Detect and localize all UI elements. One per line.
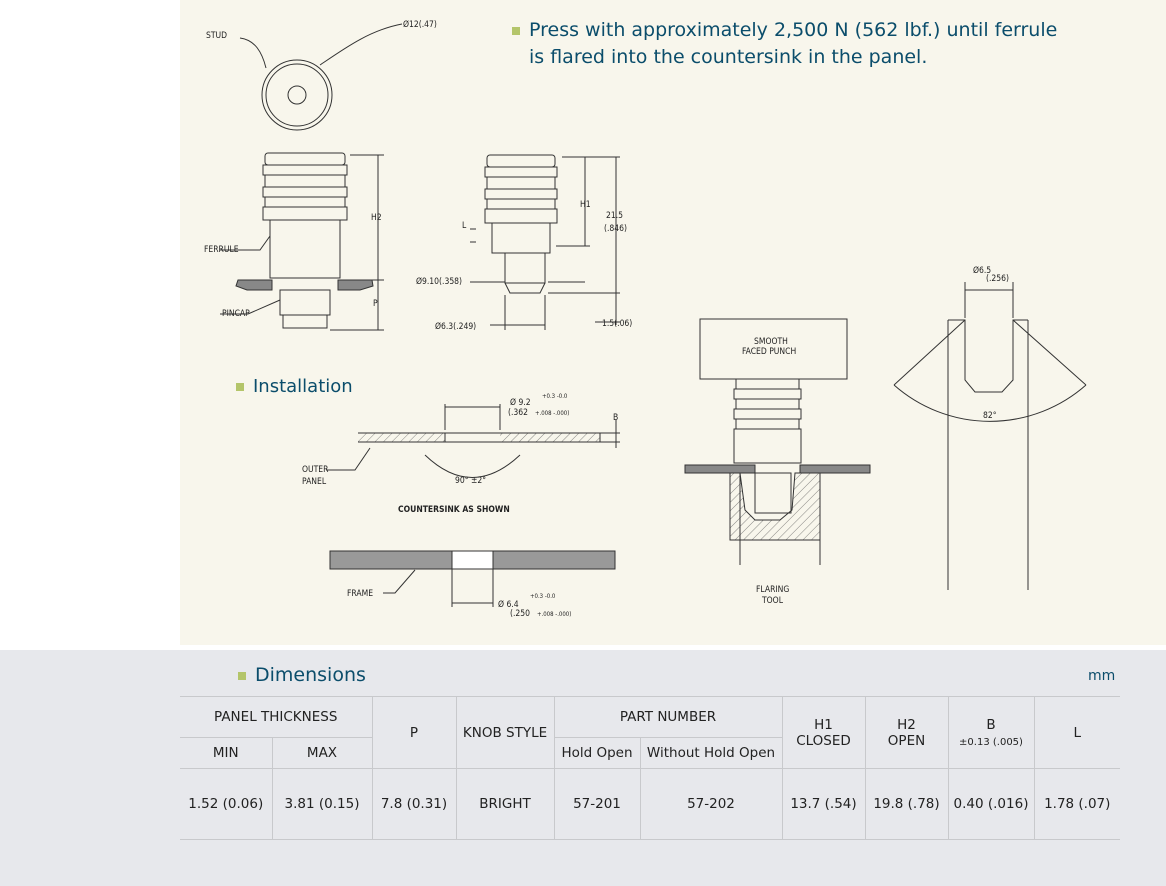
label-stud: STUD: [206, 31, 227, 41]
header-b-tolerance: ±0.13 (.005): [959, 736, 1023, 748]
dimensions-table: PANEL THICKNESS P KNOB STYLE PART NUMBER…: [180, 696, 1120, 840]
press-instruction: Press with approximately 2,500 N (562 lb…: [512, 17, 1072, 71]
bullet-icon: [512, 26, 520, 35]
label-angle-82: 82°: [983, 411, 997, 421]
table-row: 1.52 (0.06) 3.81 (0.15) 7.8 (0.31) BRIGH…: [180, 768, 1120, 840]
cell-h1: 13.7 (.54): [781, 768, 865, 840]
label-dia-64: Ø 6.4: [498, 599, 519, 610]
label-smooth: SMOOTH: [754, 337, 788, 347]
label-h1: H1: [580, 200, 591, 210]
header-b: B ±0.13 (.005): [947, 696, 1034, 769]
header-panel-thickness: PANEL THICKNESS: [214, 709, 338, 725]
label-dia-910: Ø9.10(.358): [416, 276, 462, 287]
label-dim-15: 1.5(.06): [602, 319, 632, 329]
header-knob-style: KNOB STYLE: [455, 696, 554, 769]
stud-top-view: [261, 59, 333, 131]
technical-drawing: STUD Ø12(.47) H2 FERRULE P PINCAP H1 L 2…: [204, 19, 1087, 619]
label-tool: TOOL: [761, 596, 784, 606]
label-pincap: PINCAP: [222, 309, 250, 319]
dimensions-heading: Dimensions: [238, 664, 366, 686]
label-panel: PANEL: [302, 477, 327, 487]
header-max: MAX: [271, 737, 372, 769]
flaring-tool: [729, 472, 821, 541]
header-hold-open: Hold Open: [553, 737, 640, 769]
cell-without-hold-open: 57-202: [639, 768, 782, 840]
label-flaring: FLARING: [756, 585, 789, 595]
header-h2-line1: H2: [897, 716, 916, 733]
cell-b: 0.40 (.016): [947, 768, 1034, 840]
header-h2-line2: OPEN: [887, 732, 926, 749]
cell-knob-style: BRIGHT: [455, 768, 554, 840]
label-l: L: [462, 221, 467, 231]
installation-heading: Installation: [236, 376, 353, 397]
label-dia-65-in: (.256): [986, 274, 1009, 284]
label-dia-64-tol: +0.3 -0.0: [530, 593, 556, 600]
header-h1-line1: H1: [814, 716, 833, 733]
label-dia-92-tol: +0.3 -0.0: [542, 393, 568, 400]
press-note-line2: is flared into the countersink in the pa…: [529, 46, 928, 68]
label-dia-92-in: (.362: [508, 408, 528, 418]
dimensions-heading-text: Dimensions: [255, 664, 366, 686]
header-h1-line2: CLOSED: [796, 732, 851, 749]
label-ferrule: FERRULE: [204, 245, 239, 255]
label-overall-height-in: (.846): [604, 224, 627, 234]
label-dia-64-in: (.250: [510, 609, 530, 619]
header-part-number: PART NUMBER: [553, 696, 782, 738]
table-header-row: PANEL THICKNESS P KNOB STYLE PART NUMBER…: [180, 696, 1120, 769]
header-l: L: [1033, 696, 1120, 769]
bullet-icon: [236, 383, 244, 391]
label-frame: FRAME: [347, 589, 373, 599]
cell-hold-open: 57-201: [553, 768, 640, 840]
label-dia-92: Ø 9.2: [510, 397, 531, 408]
cell-max: 3.81 (0.15): [271, 768, 372, 840]
label-countersink: COUNTERSINK AS SHOWN: [398, 505, 510, 515]
header-b-line1: B: [986, 716, 996, 733]
press-note-line1: Press with approximately 2,500 N (562 lb…: [529, 19, 1058, 41]
unit-label: mm: [1088, 668, 1116, 684]
installation-heading-text: Installation: [253, 376, 353, 397]
cell-h2: 19.8 (.78): [864, 768, 948, 840]
frame-plate: [329, 550, 453, 570]
label-faced-punch: FACED PUNCH: [742, 347, 796, 357]
label-b: B: [613, 413, 618, 423]
table-subheader-row: MIN MAX Hold Open Without Hold Open: [180, 737, 1120, 769]
label-p: P: [373, 299, 378, 309]
label-dia-64-in-tol: +.008 -.000): [537, 611, 571, 618]
header-p: P: [371, 696, 456, 769]
label-dia-65: Ø6.5: [973, 265, 991, 276]
header-min: MIN: [180, 737, 272, 769]
label-angle-90: 90° ±2°: [455, 476, 486, 486]
label-overall-height: 21.5: [606, 211, 623, 221]
outer-panel: [358, 432, 446, 443]
drawing-panel: [180, 0, 1166, 645]
label-stud-dia: Ø12(.47): [403, 19, 437, 30]
label-h2: H2: [371, 213, 382, 223]
cell-min: 1.52 (0.06): [180, 768, 272, 840]
cell-p: 7.8 (0.31): [371, 768, 456, 840]
bullet-icon: [238, 671, 246, 680]
knob-side-view: [264, 152, 346, 166]
header-without-hold-open: Without Hold Open: [639, 737, 782, 769]
label-outer: OUTER: [302, 465, 329, 475]
label-dia-63: Ø6.3(.249): [435, 321, 476, 332]
knob-section-view: [486, 154, 556, 168]
cell-l: 1.78 (.07): [1033, 768, 1120, 840]
label-dia-92-in-tol: +.008 -.000): [535, 410, 569, 417]
